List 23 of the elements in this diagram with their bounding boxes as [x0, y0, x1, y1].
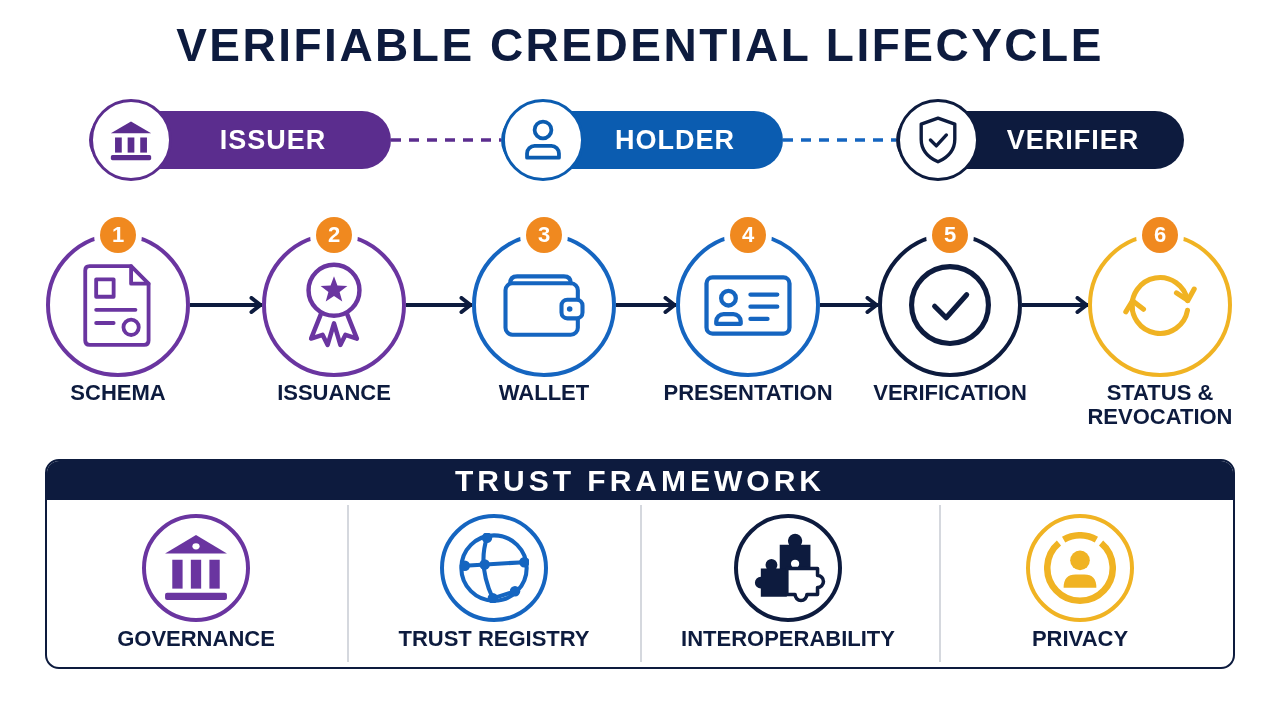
framework-label: PRIVACY: [1031, 627, 1129, 651]
arrow: [1022, 296, 1089, 314]
dashed-connector: [391, 138, 501, 142]
arrow: [190, 296, 263, 314]
role-label: VERIFIER: [1006, 125, 1140, 155]
step-label: WALLET: [498, 381, 590, 405]
panel-title: TRUST FRAMEWORK: [455, 463, 825, 498]
role-label: ISSUER: [219, 125, 327, 155]
title: VERIFIABLE CREDENTIAL LIFECYCLE: [176, 20, 1104, 70]
step-label: ISSUANCE: [277, 381, 391, 405]
step-label: VERIFICATION: [873, 381, 1027, 405]
dashed-connector: [783, 138, 896, 142]
step-label: PRESENTATION: [663, 381, 833, 405]
framework-label: GOVERNANCE: [117, 627, 275, 651]
role-label: HOLDER: [615, 125, 735, 155]
arrow: [820, 296, 879, 314]
framework-label: TRUST REGISTRY: [398, 627, 590, 651]
step-label: STATUS & REVOCATION: [1086, 381, 1234, 429]
framework-label: INTEROPERABILITY: [681, 627, 895, 651]
step-label: SCHEMA: [70, 381, 166, 405]
trust-framework-panel: [45, 459, 1235, 669]
arrow: [616, 296, 677, 314]
arrow: [406, 296, 473, 314]
